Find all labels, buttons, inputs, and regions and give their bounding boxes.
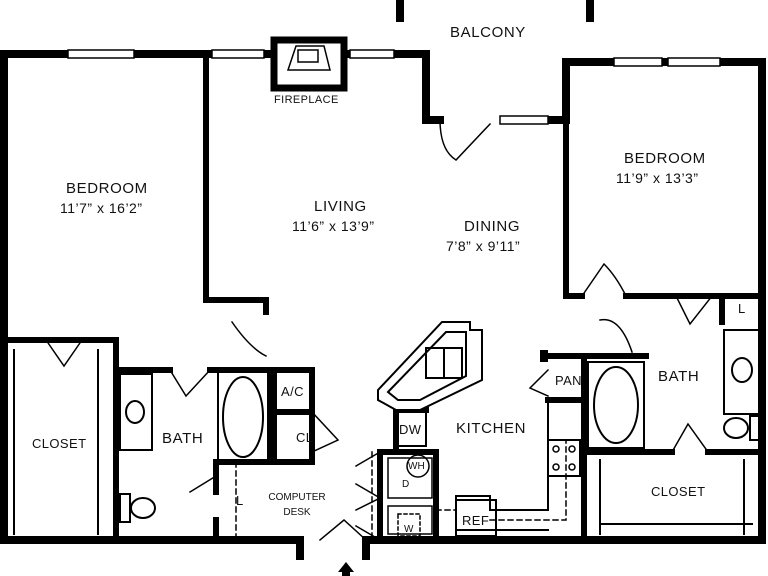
door-swing-icon [44, 119, 714, 542]
linen-right-label: L [738, 301, 746, 316]
bedroom-left-name: BEDROOM [66, 180, 148, 197]
bathtub-icon [217, 361, 645, 463]
entry-arrow-icon [338, 562, 354, 576]
dryer-label: D [402, 479, 410, 490]
laundry [387, 454, 433, 537]
computer-desk-label: COMPUTER DESK [268, 492, 326, 518]
washer-label: W [404, 524, 414, 535]
interior-walls [5, 55, 765, 543]
exterior-walls [0, 0, 766, 560]
bedroom-right-size: 11’9” x 13’3” [616, 170, 699, 186]
toilet-icon [119, 415, 761, 523]
dining-size: 7’8” x 9’11” [446, 238, 521, 254]
living-name: LIVING [314, 198, 367, 215]
closet-right-label: CLOSET [651, 484, 706, 499]
vanity [119, 329, 761, 451]
sink-icon [731, 357, 753, 383]
pan-label: PAN [555, 373, 582, 388]
living-size: 11’6” x 13’9” [292, 218, 375, 234]
fireplace-label: FIREPLACE [274, 94, 339, 106]
ref-box [455, 499, 497, 537]
dw-label: DW [399, 422, 422, 437]
linen-left-label: L [236, 493, 244, 508]
bedroom-right-name: BEDROOM [624, 150, 706, 167]
dining-name: DINING [464, 218, 521, 235]
water-heater-icon [406, 454, 430, 478]
balcony-label: BALCONY [450, 24, 526, 41]
wh-label: WH [408, 461, 425, 472]
stove-icon [547, 439, 581, 477]
bath-left-label: BATH [162, 430, 204, 447]
bath-right-label: BATH [658, 368, 700, 385]
closet-left-label: CLOSET [32, 436, 87, 451]
cl-label: CL [296, 430, 314, 445]
ref-label: REF [462, 513, 490, 528]
dw-box [395, 409, 427, 447]
kitchen-label: KITCHEN [456, 420, 527, 437]
sink-icon [125, 400, 145, 424]
kitchen-counter [377, 321, 581, 537]
ac-label: A/C [281, 384, 304, 399]
bedroom-left-size: 11’7” x 16’2” [60, 200, 143, 216]
window-icon [67, 49, 721, 125]
